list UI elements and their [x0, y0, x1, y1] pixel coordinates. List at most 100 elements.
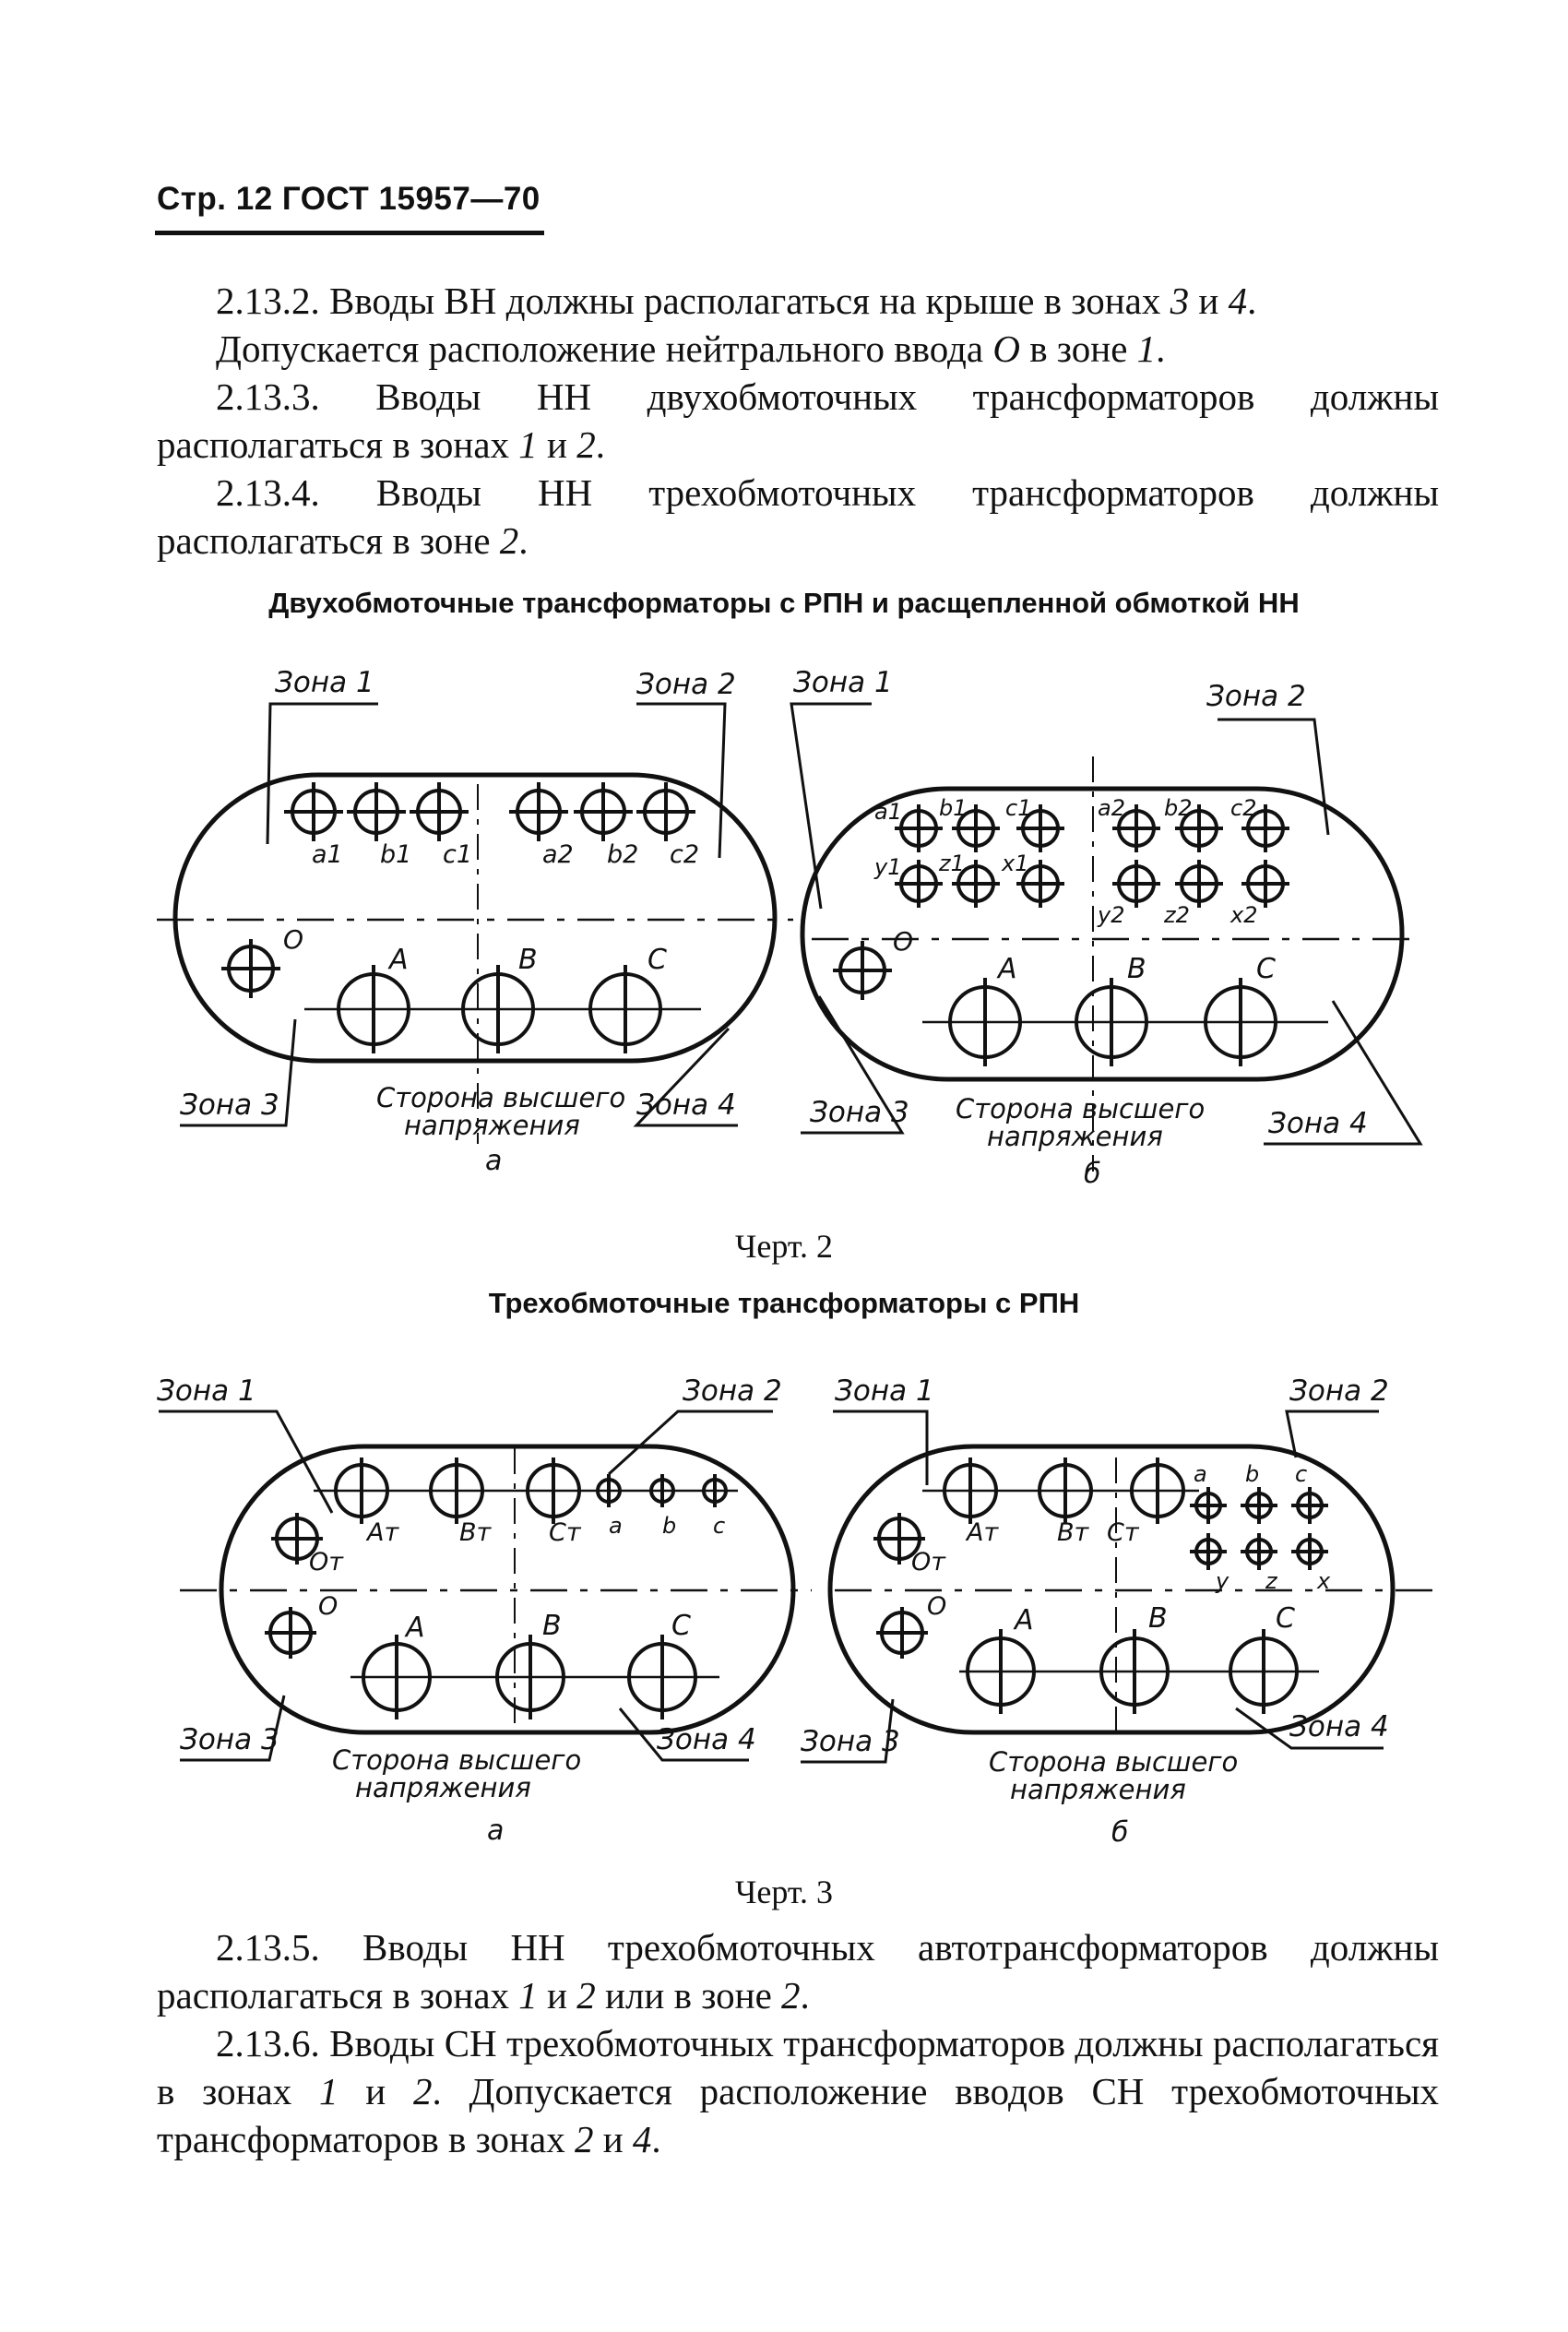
zone-label: Зона 2 [1206, 680, 1306, 713]
zone1-leader [159, 1410, 334, 1514]
terminal-label: O [893, 926, 913, 957]
lv-terminal [895, 804, 943, 852]
terminal-label: C [671, 1610, 691, 1642]
hv-terminal [588, 965, 662, 1053]
hv-terminal [461, 965, 535, 1053]
terminal-label: Aт [965, 1518, 999, 1547]
zone4-leader [618, 1707, 749, 1762]
sublabel: а [485, 1145, 502, 1177]
terminal-label: A [996, 953, 1017, 985]
mv-terminal [943, 1458, 998, 1524]
hv-terminal [1204, 978, 1277, 1066]
lv-terminal [574, 782, 633, 841]
zone3-leader [180, 1695, 286, 1762]
terminal-label: Cт [1107, 1518, 1140, 1547]
lv-terminal [1241, 804, 1289, 852]
terminal-label: Aт [365, 1518, 399, 1547]
lv-terminal [1241, 860, 1289, 908]
terminal-label: c [1295, 1461, 1307, 1487]
zone-label: Зона 4 [1268, 1107, 1368, 1140]
terminal-label: B [1148, 1602, 1168, 1635]
terminal-label: b [1245, 1461, 1259, 1487]
lv-terminal [1112, 804, 1160, 852]
zone4-leader [633, 1027, 738, 1127]
hv-terminal [1229, 1629, 1299, 1714]
neutral-terminal [876, 1607, 928, 1659]
fig3b-diagram [801, 1410, 1439, 1764]
terminal-label: B [518, 944, 538, 976]
fig2a-diagram [157, 702, 793, 1144]
terminal-label: B [542, 1610, 562, 1642]
zone4-leader [1264, 1000, 1423, 1146]
zone1-leader [790, 702, 872, 910]
lv-terminal [1112, 860, 1160, 908]
lv-terminal [410, 782, 469, 841]
fig3a-diagram [159, 1410, 812, 1762]
sublabel: б [1084, 1158, 1101, 1190]
terminal-label: c2 [670, 840, 699, 869]
lv-terminal [636, 782, 695, 841]
terminal-label: Oт [309, 1548, 344, 1576]
lv-terminal [1190, 1533, 1227, 1570]
mv-terminal [1130, 1458, 1185, 1524]
hv-terminal [362, 1635, 432, 1719]
terminal-label: z1 [938, 851, 965, 876]
terminal-label: C [1276, 1602, 1295, 1635]
tank-outline [800, 786, 1405, 1082]
hv-terminal [627, 1635, 697, 1719]
terminal-label: b1 [939, 795, 968, 821]
fig2-label: Черт. 2 [735, 1228, 833, 1265]
lv-terminal [1175, 804, 1223, 852]
zone-label: Зона 2 [1289, 1374, 1389, 1408]
terminal-label: Oт [911, 1548, 946, 1576]
terminal-label: Bт [1057, 1518, 1090, 1547]
terminal-label: c [713, 1513, 725, 1539]
fig2b-diagram [790, 702, 1423, 1172]
terminal-label: x [1316, 1568, 1331, 1594]
lv-terminal [347, 782, 406, 841]
page-header: Стр. 12 ГОСТ 15957—70 [157, 181, 540, 217]
neutral-m-terminal [873, 1513, 925, 1565]
zone2-leader [607, 1410, 773, 1476]
zone-label: Зона 4 [657, 1723, 756, 1756]
header-rule [155, 231, 544, 235]
terminal-label: C [1256, 953, 1276, 985]
lv-terminal [1241, 1533, 1277, 1570]
lv-terminal [895, 860, 943, 908]
terminal-label: B [1127, 953, 1146, 985]
terminal-label: b1 [380, 840, 411, 869]
text-block-top: 2.13.2. Вводы ВН должны располагаться на… [157, 277, 1439, 565]
neutral-terminal [265, 1607, 316, 1659]
zone2-leader [1218, 718, 1330, 836]
neutral-terminal [833, 941, 892, 1000]
terminal-label: O [927, 1592, 946, 1621]
terminal-label: Cт [549, 1518, 582, 1547]
lv-terminal [1175, 860, 1223, 908]
lv-terminal [952, 804, 1000, 852]
lv-terminal [596, 1474, 622, 1507]
terminal-label: a [609, 1513, 623, 1539]
zone-label: Зона 2 [683, 1374, 782, 1408]
zone3-leader [801, 1698, 895, 1764]
zone3-leader [180, 1018, 297, 1127]
terminal-label: O [318, 1592, 338, 1621]
zone-label: Зона 2 [636, 668, 736, 701]
terminal-label: z2 [1163, 902, 1190, 928]
neutral-m-terminal [271, 1513, 323, 1565]
fig2-caption: Двухобмоточные трансформаторы с РПН и ра… [268, 587, 1300, 619]
hv-terminal [337, 965, 410, 1053]
lv-terminal [1016, 860, 1064, 908]
zone-label: Зона 3 [180, 1089, 279, 1122]
side-label: напряжения [404, 1110, 580, 1141]
lv-terminal [284, 782, 343, 841]
paragraph-2-13-4: 2.13.4. Вводы НН трехобмоточных трансфор… [157, 471, 1439, 562]
side-label: Сторона высшего [989, 1746, 1238, 1778]
lv-terminal [1291, 1533, 1328, 1570]
terminal-label: b2 [607, 840, 638, 869]
terminal-label: a1 [874, 799, 902, 825]
terminal-label: a1 [312, 840, 343, 869]
terminal-label: y1 [873, 854, 901, 880]
zone-label: Зона 4 [636, 1089, 736, 1122]
lv-terminal [509, 782, 568, 841]
